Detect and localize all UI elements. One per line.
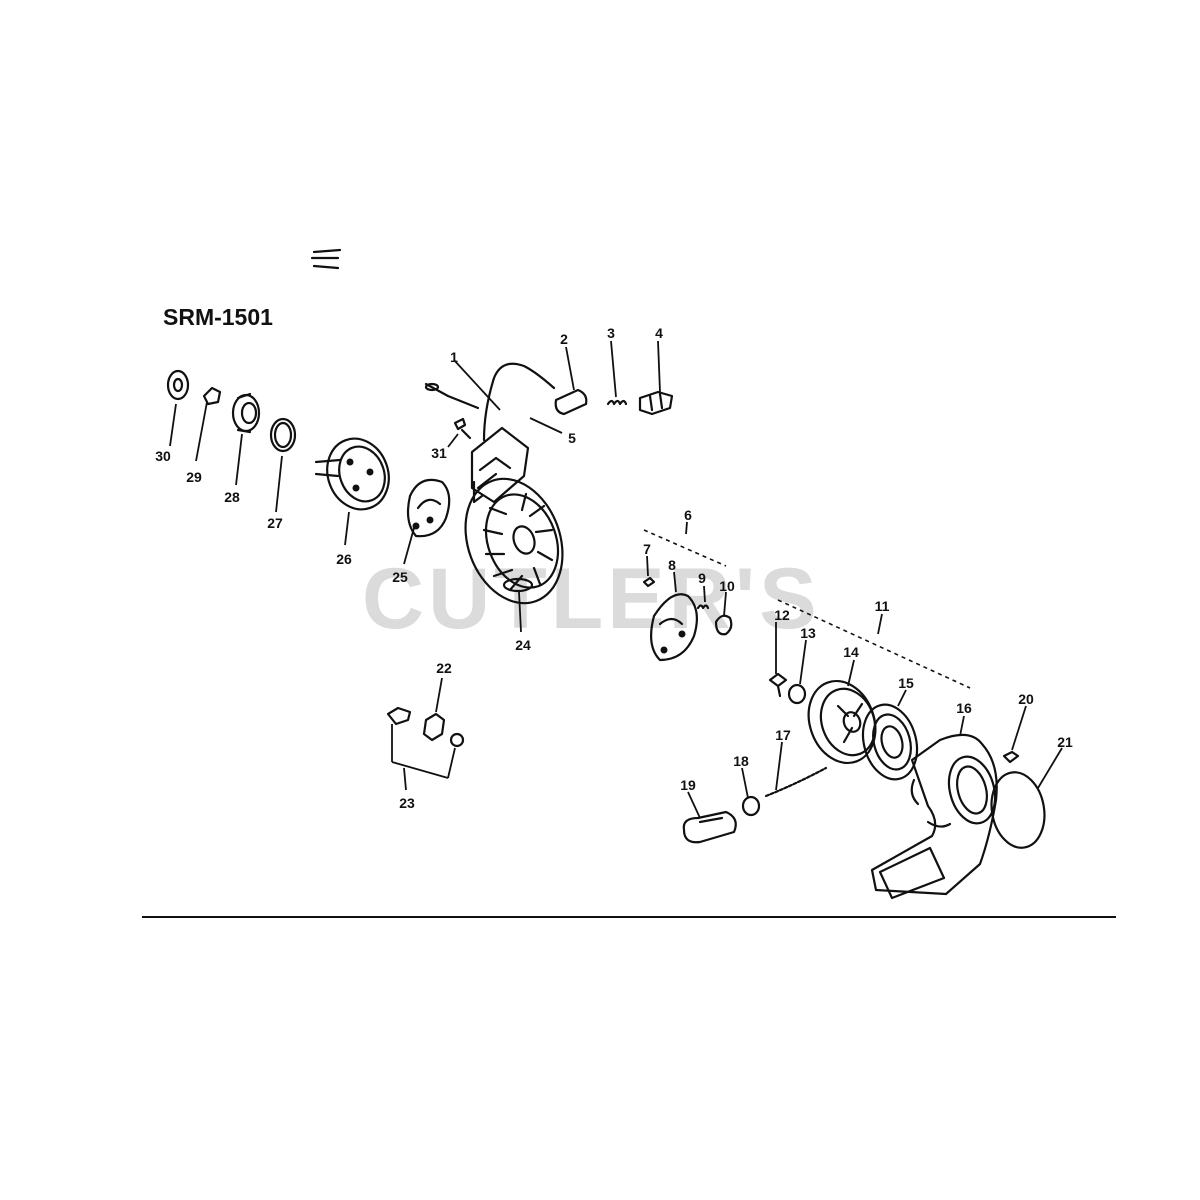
part-31-screw [453,417,472,440]
watermark-text: CUTLER'S [362,551,821,647]
label-5: 5 [568,430,576,446]
part-7-pin [642,576,656,588]
part-18-ring [741,795,761,817]
part-20-screw [1002,750,1020,764]
label-22: 22 [436,660,452,676]
part-27-ring [269,417,297,453]
part-number-labels: 30 29 28 27 26 25 31 1 2 3 4 5 24 22 23 … [155,325,1073,811]
label-7: 7 [643,541,651,557]
label-1: 1 [450,349,458,365]
label-11: 11 [875,598,890,614]
part-3-spring [606,399,628,406]
label-4: 4 [655,325,663,341]
label-14: 14 [843,644,859,660]
part-14-pulley [807,679,877,765]
part-21-gasket [990,771,1046,849]
label-8: 8 [668,557,676,573]
label-20: 20 [1018,691,1034,707]
label-9: 9 [698,570,706,586]
label-29: 29 [186,469,202,485]
part-24-flywheel [464,477,564,605]
label-21: 21 [1057,734,1073,750]
part-30-washer [166,369,190,401]
label-26: 26 [336,551,352,567]
label-18: 18 [733,753,749,769]
label-12: 12 [774,607,790,623]
part-26-clutch-drum [310,248,390,511]
part-1-ignition-coil [424,362,556,504]
label-10: 10 [719,578,735,594]
part-9-spring [696,604,710,610]
label-19: 19 [680,777,696,793]
label-13: 13 [800,625,816,641]
label-25: 25 [392,569,408,585]
part-19-starter-handle [682,810,737,844]
label-16: 16 [956,700,972,716]
label-17: 17 [775,727,791,743]
label-27: 27 [267,515,283,531]
part-28-bearing [231,392,261,434]
part-8-starter-plate [649,593,699,662]
label-24: 24 [515,637,531,653]
part-13-washer [787,683,807,705]
label-15: 15 [898,675,914,691]
part-22-switch [422,712,446,742]
label-3: 3 [607,325,615,341]
part-17-starter-rope [764,766,828,798]
diagram-title: SRM-1501 [163,304,273,330]
label-30: 30 [155,448,171,464]
part-16-starter-housing [870,733,998,900]
label-6: 6 [684,507,692,523]
part-4-connector [638,390,674,416]
label-31: 31 [431,445,447,461]
label-28: 28 [224,489,240,505]
label-2: 2 [560,331,568,347]
part-15-recoil-spring [861,703,919,781]
part-25-clutch-shoe [406,478,451,538]
part-2-plug-cap [554,388,588,416]
part-23-terminal [386,706,465,748]
label-23: 23 [399,795,415,811]
leader-lines [169,340,1063,819]
part-10-pawl [714,614,733,636]
part-12-screw [768,672,788,698]
part-29-nut [202,386,222,406]
